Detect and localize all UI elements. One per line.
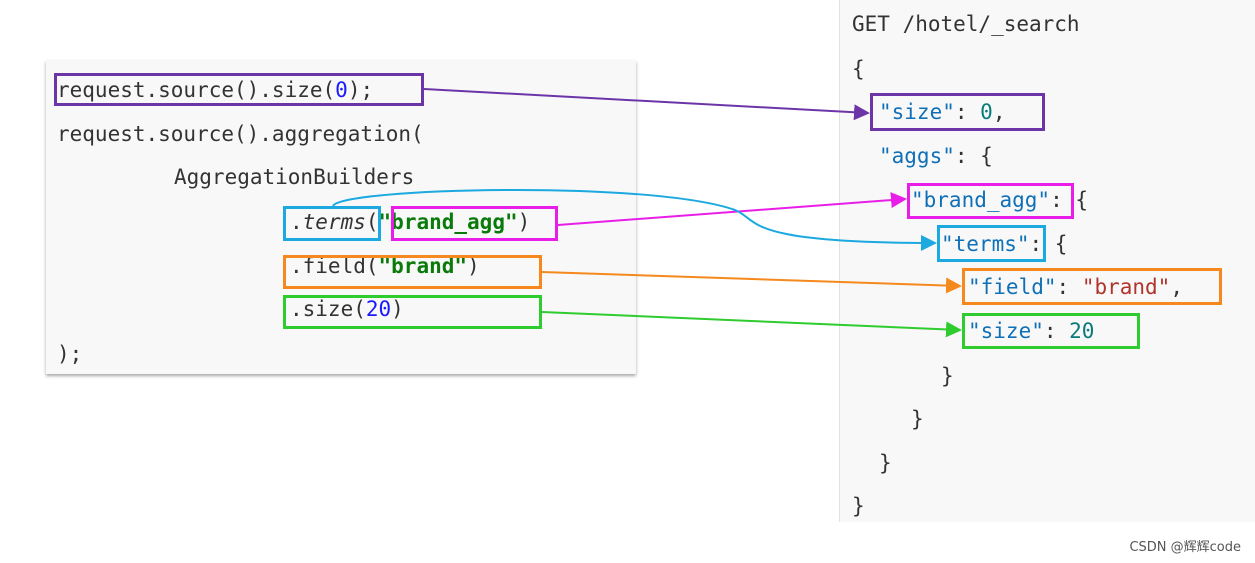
java-number: 0	[335, 78, 348, 102]
json-text: :	[954, 100, 981, 124]
json-line-method: GET /hotel/_search	[852, 12, 1080, 36]
java-line-size: request.source().size(0);	[57, 75, 373, 105]
json-text: ,	[992, 100, 1006, 124]
java-text: )	[391, 297, 404, 321]
json-text: :	[1056, 275, 1082, 299]
watermark: CSDN @辉辉code	[1129, 540, 1241, 555]
java-text: )	[467, 254, 480, 278]
json-request-panel	[839, 0, 1255, 522]
json-key: "size"	[879, 100, 955, 124]
json-line-close-terms: }	[941, 364, 954, 388]
json-key: "terms"	[941, 232, 1030, 256]
java-text: request.source().size(	[57, 78, 336, 102]
json-text: ,	[1170, 275, 1183, 299]
json-terms-highlight	[937, 225, 1046, 262]
java-brand-agg-highlight	[391, 206, 558, 241]
json-key: "brand_agg"	[911, 188, 1051, 212]
java-size0-highlight	[54, 73, 424, 106]
json-number: 0	[980, 100, 993, 124]
json-key: "field"	[968, 275, 1057, 299]
arrow-brand-agg	[557, 192, 907, 226]
json-key: "size"	[968, 319, 1044, 343]
arrow-size0	[423, 88, 870, 121]
java-size20-highlight	[283, 295, 542, 329]
java-line-size20: .size(20)	[290, 294, 404, 324]
java-line-builders: AggregationBuilders	[174, 165, 415, 189]
json-number: 20	[1069, 319, 1095, 343]
java-method: terms	[302, 210, 366, 234]
json-line-brand-agg: "brand_agg": {	[911, 185, 1088, 215]
json-size20-highlight	[962, 313, 1140, 349]
java-terms-highlight	[283, 206, 381, 241]
json-line-close-brand-agg: }	[911, 407, 924, 431]
java-line-aggregation: request.source().aggregation(	[57, 122, 424, 146]
json-value: "brand"	[1081, 275, 1171, 299]
json-text: : {	[1050, 188, 1089, 212]
json-line-aggs: "aggs": {	[879, 141, 993, 171]
java-number: 20	[365, 297, 392, 321]
java-text: (	[365, 210, 379, 234]
json-text: : {	[1029, 232, 1068, 256]
json-line-size20: "size": 20	[968, 316, 1094, 346]
json-field-highlight	[962, 268, 1222, 305]
json-line-field: "field": "brand",	[968, 272, 1183, 302]
arrow-size20	[541, 311, 962, 338]
json-line-close-aggs: }	[879, 451, 892, 475]
arrow-terms	[332, 188, 937, 251]
java-text: );	[347, 78, 374, 102]
java-field-highlight	[283, 255, 542, 289]
java-text: .size(	[290, 297, 366, 321]
json-text: :	[1043, 319, 1070, 343]
json-line-size: "size": 0,	[879, 97, 1005, 127]
json-text: : {	[954, 144, 993, 168]
java-line-terms: .terms("brand_agg")	[290, 207, 530, 237]
json-line-close-root: }	[852, 494, 865, 518]
java-code-panel	[46, 60, 636, 374]
json-key: "aggs"	[879, 144, 955, 168]
java-text: .	[290, 210, 303, 234]
arrow-field	[541, 271, 962, 294]
json-line-open: {	[852, 57, 865, 81]
json-line-terms: "terms": {	[941, 229, 1067, 259]
java-line-close: );	[57, 342, 83, 366]
json-size0-highlight	[870, 93, 1045, 131]
java-line-field: .field("brand")	[290, 251, 480, 281]
java-text: .field(	[290, 254, 379, 278]
java-text: )	[517, 210, 531, 234]
json-brand-agg-highlight	[907, 183, 1074, 219]
java-string: "brand_agg"	[378, 210, 518, 234]
java-string: "brand"	[378, 254, 468, 278]
